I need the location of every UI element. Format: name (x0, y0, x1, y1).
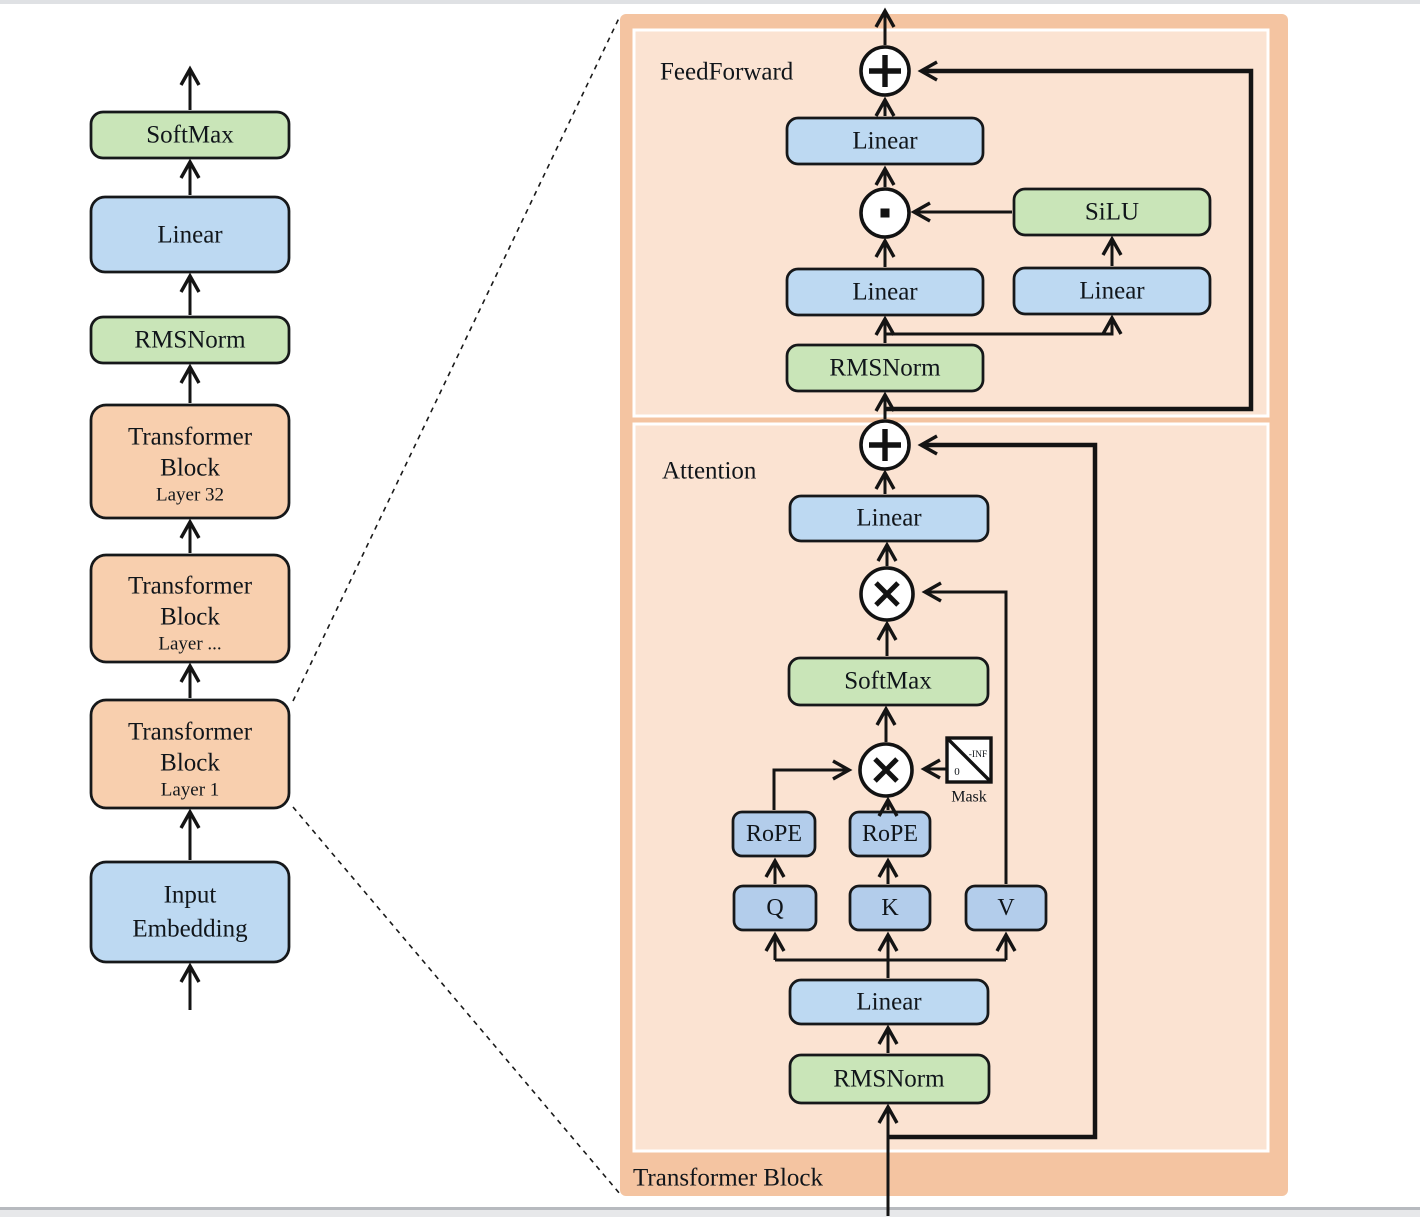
left-stack: SoftMax Linear RMSNorm Transformer Block… (89, 65, 291, 1010)
rope-k-label: RoPE (862, 821, 918, 847)
add-icon (859, 45, 911, 97)
attn-rmsnorm-box (788, 1053, 991, 1105)
q-wire (772, 759, 853, 810)
attention-label: Attention (662, 458, 757, 485)
block1-line3: Layer 1 (161, 780, 220, 801)
v-wire (921, 581, 1008, 884)
input-embedding-box (89, 860, 291, 964)
ff-branch-wire (886, 314, 1123, 336)
transformer-block-32-box (89, 403, 291, 520)
mask-label: Mask (951, 789, 987, 806)
dashed-line-bottom (292, 806, 621, 1195)
mask-inf-label: -INF (969, 750, 987, 760)
ff-linear-gate-label: Linear (852, 279, 918, 306)
ff-linear-out-label: Linear (852, 128, 918, 155)
v-label: V (997, 895, 1015, 921)
mask-zero-label: 0 (954, 766, 960, 778)
blockn-line2: Block (160, 604, 220, 631)
expansion-dashed-lines (292, 15, 621, 1195)
bottom-border-strip (0, 1210, 1420, 1217)
linear-box (89, 195, 291, 274)
qkv-distribution-wire (775, 958, 1006, 978)
ff-linear-up-label: Linear (1079, 278, 1145, 305)
bottom-border-line (0, 1207, 1420, 1210)
ff-silu-box (1012, 187, 1212, 237)
block32-line2: Block (160, 455, 220, 482)
ff-silu-label: SiLU (1085, 199, 1139, 226)
feedforward-subdiagram: RMSNorm Linear Linear SiLU Linear (785, 7, 1254, 419)
v-box (964, 884, 1048, 932)
blockn-line1: Transformer (128, 573, 253, 600)
rope-q-box (731, 810, 817, 858)
rope-q-label: RoPE (746, 821, 802, 847)
attn-residual-wire (888, 434, 1098, 1140)
ff-rmsnorm-box (785, 343, 985, 393)
linear-box-label: Linear (157, 222, 223, 249)
q-label: Q (766, 895, 783, 921)
k-box (848, 884, 932, 932)
input-embedding-line1: Input (164, 882, 217, 909)
ff-rmsnorm-label: RMSNorm (829, 355, 941, 382)
top-border-strip (0, 0, 1420, 4)
attn-softmax-label: SoftMax (844, 668, 932, 695)
rmsnorm-box-label: RMSNorm (134, 327, 246, 354)
softmax-box (89, 110, 291, 160)
block1-line1: Transformer (128, 719, 253, 746)
attn-rmsnorm-label: RMSNorm (833, 1066, 945, 1093)
block32-line3: Layer 32 (156, 485, 224, 506)
transformer-block-1-box (89, 698, 291, 810)
dashed-line-top (292, 15, 621, 702)
q-box (732, 884, 818, 932)
feedforward-label: FeedForward (660, 59, 794, 86)
rmsnorm-box (89, 315, 291, 365)
attn-v-matmul-icon (859, 566, 915, 622)
attn-softmax-box (787, 656, 990, 707)
ff-residual-wire (885, 60, 1254, 412)
attn-linear-out-box (788, 494, 990, 543)
attention-subdiagram: RMSNorm Linear Q K V RoPE RoPE - (731, 419, 1098, 1216)
input-embedding-line2: Embedding (132, 916, 248, 943)
attn-linear-in-box (788, 978, 990, 1026)
transformer-block-n-box (89, 553, 291, 664)
ff-linear-out-box (785, 116, 985, 166)
attention-panel (632, 422, 1270, 1153)
transformer-block-label: Transformer Block (633, 1165, 824, 1192)
ff-linear-gate-box (785, 267, 985, 317)
attn-linear-in-label: Linear (856, 989, 922, 1016)
attn-linear-out-label: Linear (856, 505, 922, 532)
attn-add-icon (859, 419, 911, 471)
qk-matmul-icon (858, 742, 914, 798)
block32-line1: Transformer (128, 424, 253, 451)
elementwise-multiply-icon (859, 187, 911, 239)
blockn-line3: Layer ... (158, 634, 221, 655)
ff-linear-up-box (1012, 266, 1212, 316)
block1-line2: Block (160, 750, 220, 777)
mask-icon: -INF 0 Mask (920, 736, 993, 806)
softmax-box-label: SoftMax (146, 122, 234, 149)
k-label: K (881, 895, 899, 921)
